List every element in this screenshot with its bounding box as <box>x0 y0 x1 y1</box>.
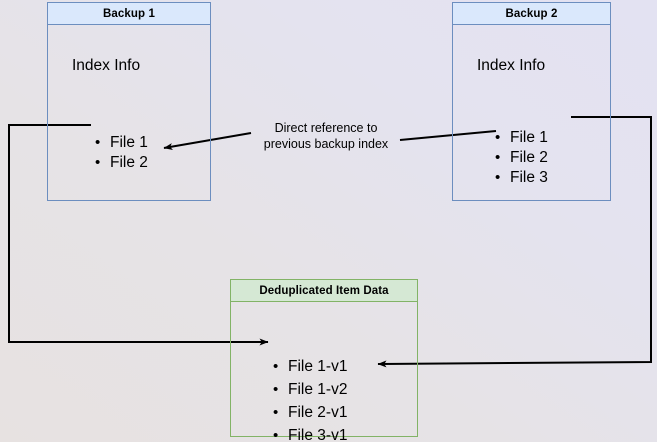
backup-2-file-list: File 1 File 2 File 3 <box>495 128 548 188</box>
backup-2-subtitle: Index Info <box>477 57 546 74</box>
list-item: File 1-v1 <box>273 355 347 378</box>
backup-1-file-list: File 1 File 2 <box>95 133 148 173</box>
backup-1-header: Backup 1 <box>48 3 210 25</box>
list-item: File 1 <box>95 133 148 153</box>
direct-reference-edge-label: Direct reference to previous backup inde… <box>254 121 398 152</box>
node-backup-1[interactable]: Backup 1 Index Info File 1 File 2 <box>47 2 211 201</box>
dedup-file-list: File 1-v1 File 1-v2 File 2-v1 File 3-v1 <box>273 355 347 442</box>
node-deduplicated-item-data[interactable]: Deduplicated Item Data File 1-v1 File 1-… <box>230 279 418 442</box>
list-item: File 3 <box>495 168 548 188</box>
backup-2-header: Backup 2 <box>453 3 610 25</box>
list-item: File 3-v1 <box>273 424 347 442</box>
list-item: File 2 <box>495 148 548 168</box>
list-item: File 1 <box>495 128 548 148</box>
dedup-body: File 1-v1 File 1-v2 File 2-v1 File 3-v1 <box>231 302 417 442</box>
backup-1-subtitle: Index Info <box>72 57 141 74</box>
edge-label-line-1: Direct reference to <box>274 121 378 135</box>
edge-label-line-2: previous backup index <box>263 136 389 151</box>
dedup-header: Deduplicated Item Data <box>231 280 417 302</box>
list-item: File 2 <box>95 153 148 173</box>
list-item: File 2-v1 <box>273 401 347 424</box>
backup-1-body: Index Info File 1 File 2 <box>48 25 210 200</box>
backup-2-body: Index Info File 1 File 2 File 3 <box>453 25 610 200</box>
list-item: File 1-v2 <box>273 378 347 401</box>
node-backup-2[interactable]: Backup 2 Index Info File 1 File 2 File 3 <box>452 2 611 201</box>
